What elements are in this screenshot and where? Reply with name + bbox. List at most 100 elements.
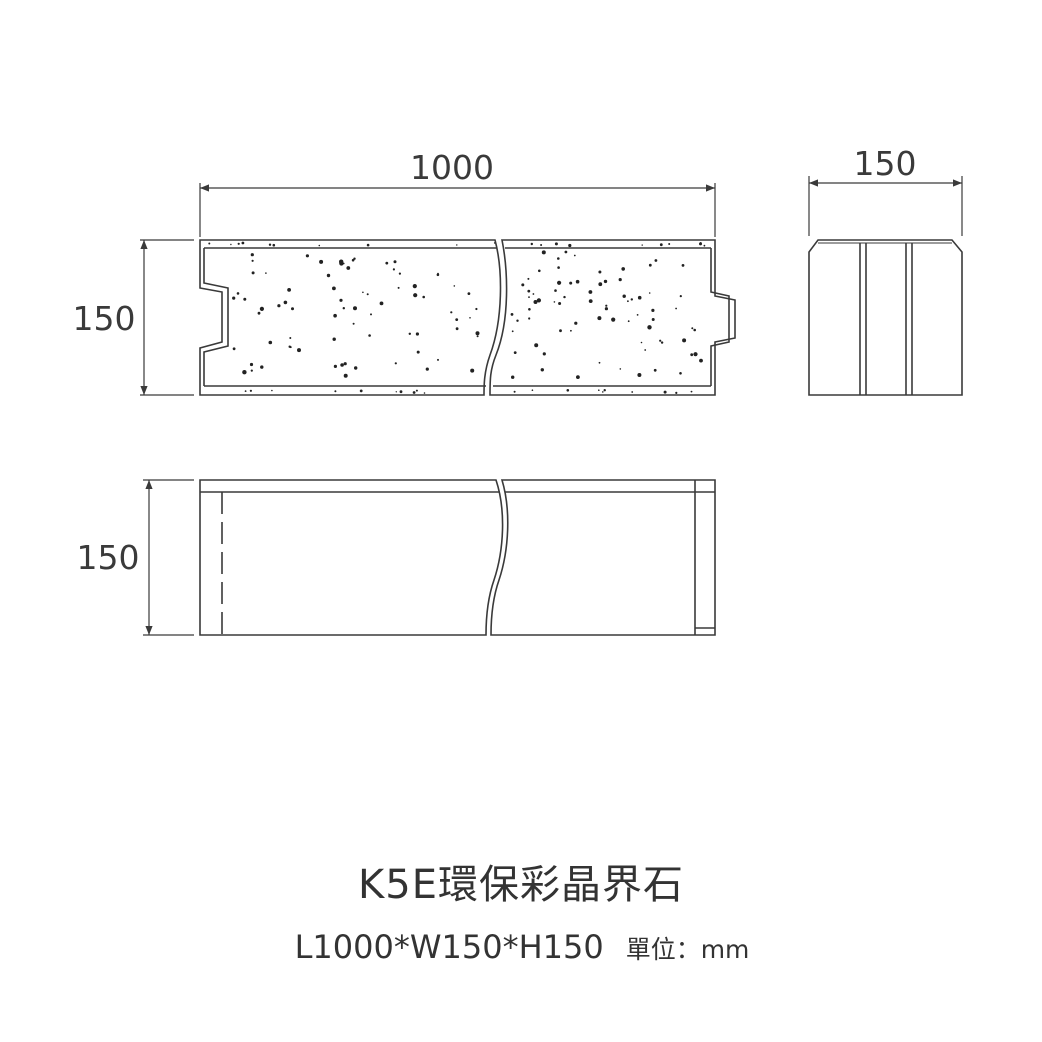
aggregate-speck [287, 288, 291, 292]
aggregate-speck [412, 284, 417, 289]
aggregate-speck [351, 258, 355, 262]
front-length-label: 1000 [410, 148, 494, 187]
aggregate-speck [528, 308, 531, 311]
aggregate-speck [651, 318, 655, 321]
aggregate-speck [342, 307, 345, 310]
aggregate-speck [339, 259, 344, 264]
aggregate-speck [554, 289, 557, 292]
aggregate-speck [619, 368, 622, 370]
aggregate-speck [679, 295, 682, 298]
aggregate-speck [568, 243, 572, 248]
aggregate-speck [521, 283, 525, 287]
aggregate-speck [450, 311, 453, 314]
aggregate-speck [513, 390, 516, 393]
side-profile [808, 239, 963, 396]
side-width-label: 150 [854, 144, 917, 183]
aggregate-speck [265, 272, 267, 274]
aggregate-speck [366, 243, 370, 247]
aggregate-speck [242, 370, 247, 375]
aggregate-speck [693, 328, 696, 332]
aggregate-speck [422, 295, 426, 299]
aggregate-speck [475, 331, 480, 336]
aggregate-speck [693, 352, 698, 357]
aggregate-speck [679, 372, 682, 375]
aggregate-speck [467, 292, 471, 295]
aggregate-speck [627, 320, 630, 323]
aggregate-speck [436, 273, 440, 277]
unit-label: 單位：mm [625, 935, 750, 964]
aggregate-speck [602, 391, 604, 393]
aggregate-speck [455, 327, 459, 331]
aggregate-speck [659, 243, 663, 247]
aggregate-speck [540, 244, 543, 246]
aggregate-speck [332, 337, 336, 341]
aggregate-speck [511, 330, 514, 333]
aggregate-speck [588, 299, 593, 303]
aggregate-speck [366, 293, 369, 296]
aggregate-speck [268, 340, 273, 345]
front-height-label: 150 [73, 299, 136, 338]
aggregate-speck [647, 325, 652, 330]
aggregate-speck [241, 241, 245, 245]
aggregate-speck [260, 365, 264, 369]
aggregate-speck [370, 313, 372, 316]
aggregate-speck [622, 294, 626, 298]
aggregate-speck [334, 390, 337, 393]
front-left-groove-inner [203, 248, 229, 386]
front-length-dimension [199, 183, 716, 237]
aggregate-speck [533, 300, 538, 304]
aggregate-speck [289, 337, 292, 339]
aggregate-speck [469, 317, 471, 319]
aggregate-speck [542, 352, 546, 356]
aggregate-speck [359, 389, 363, 393]
aggregate-speck [493, 242, 496, 244]
aggregate-speck [510, 313, 514, 316]
aggregate-speck [576, 375, 580, 379]
bottom-view [143, 479, 716, 636]
aggregate-speck [637, 373, 642, 377]
aggregate-speck [415, 389, 418, 392]
aggregate-speck [699, 242, 702, 244]
aggregate-speck [574, 321, 578, 325]
aggregate-speck [597, 316, 602, 321]
aggregate-speck [532, 293, 535, 295]
aggregate-speck [653, 368, 657, 372]
aggregate-speck [353, 306, 357, 311]
aggregate-speck [513, 351, 517, 354]
aggregate-speck [398, 272, 401, 275]
aggregate-speck [528, 317, 531, 320]
front-right-tongue-inner [710, 248, 730, 386]
aggregate-speck [675, 391, 678, 394]
aggregate-speck [641, 244, 643, 246]
aggregate-speck [663, 390, 667, 394]
aggregate-speck [412, 391, 416, 394]
aggregate-speck [394, 362, 397, 365]
front-right-piece [489, 239, 736, 396]
aggregate-speck [563, 295, 566, 299]
aggregate-speck [564, 250, 568, 254]
aggregate-speck [699, 358, 703, 363]
aggregate-speck [554, 242, 558, 246]
aggregate-speck [393, 260, 397, 264]
aggregate-speck [237, 242, 240, 245]
aggregate-speck [250, 369, 253, 372]
front-height-dimension [140, 239, 194, 396]
aggregate-speck [627, 300, 629, 303]
aggregate-speck [249, 389, 252, 392]
aggregate-speck [530, 242, 533, 246]
aggregate-speck [621, 267, 625, 271]
aggregate-speck [604, 307, 609, 311]
aggregate-speck [397, 286, 400, 289]
aggregate-speck [453, 285, 456, 287]
aggregate-speck [603, 279, 608, 284]
aggregate-speck [557, 257, 560, 260]
aggregate-speck [637, 295, 642, 300]
aggregate-speck [277, 304, 281, 308]
aggregate-speck [630, 298, 633, 301]
aggregate-speck [528, 296, 530, 298]
aggregate-speck [362, 291, 364, 294]
bottom-left-piece [199, 479, 504, 636]
aggregate-speck [605, 304, 608, 307]
aggregate-speck [470, 368, 475, 373]
